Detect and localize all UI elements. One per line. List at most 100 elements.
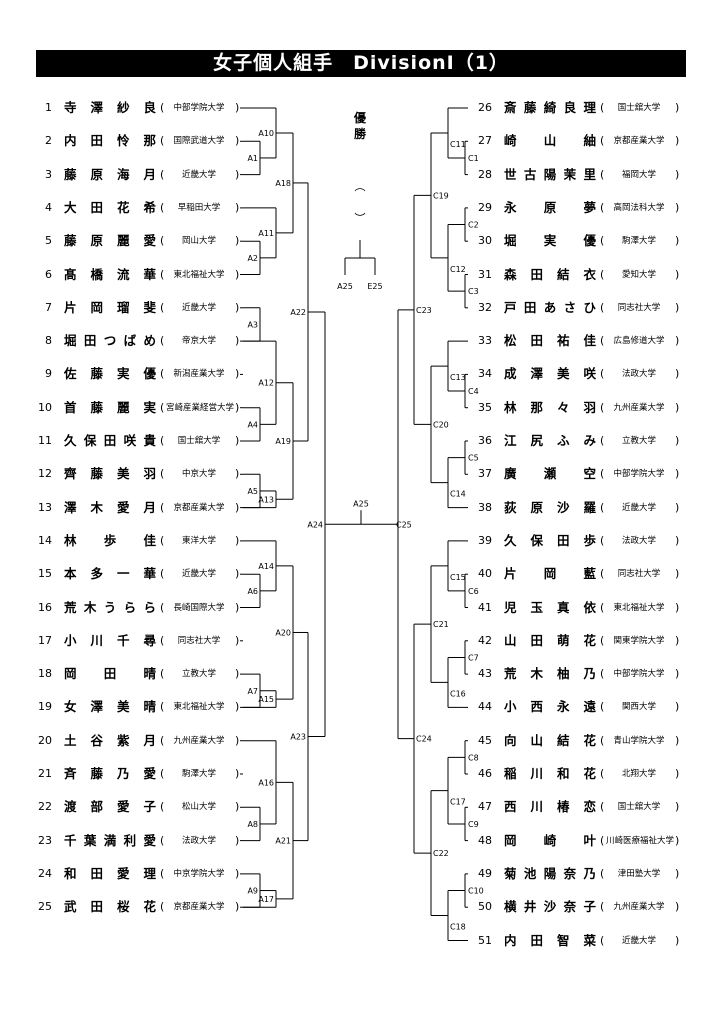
player-school: 川崎医療福祉大学	[606, 835, 675, 846]
player-number: 18	[38, 667, 52, 681]
player-school: 近畿大学	[181, 569, 216, 580]
player-name: 山田萌花	[504, 632, 596, 648]
player-school: 関西大学	[621, 702, 656, 713]
school-paren-close: )	[675, 767, 680, 780]
player-name: 永原夢	[504, 199, 596, 215]
match-label: A14	[258, 562, 274, 571]
player-name: 成澤美咲	[504, 366, 596, 382]
player-number: 33	[478, 334, 492, 348]
player-name: 堀田つばめ	[64, 333, 156, 349]
match-label: A21	[275, 837, 291, 846]
player-number: 11	[38, 434, 52, 447]
player-number: 8	[45, 334, 52, 348]
player-number: 40	[478, 567, 492, 581]
school-paren-open: (	[600, 900, 605, 914]
player-school: 京都産業大学	[173, 902, 225, 913]
school-paren-close: )	[675, 300, 680, 314]
school-paren-close: )	[235, 400, 240, 414]
school-paren-open: (	[600, 234, 605, 248]
school-paren-close: )	[235, 833, 240, 847]
match-label: C2	[468, 221, 479, 230]
match-label: A24	[307, 520, 323, 529]
player-name: 向山結花	[504, 732, 596, 748]
school-paren-open: (	[160, 833, 165, 847]
player-name: 森田結衣	[504, 266, 596, 282]
player-number: 47	[478, 800, 492, 814]
school-paren-close: )	[235, 800, 240, 814]
match-label: C11	[450, 140, 466, 149]
page-title: 女子個人組手 DivisionⅠ（1）	[213, 52, 509, 74]
school-paren-close: )	[235, 467, 240, 481]
player-number: 34	[478, 367, 492, 381]
player-school: 国士舘大学	[177, 436, 221, 446]
player-name: 齊藤美羽	[64, 466, 156, 482]
match-label: A4	[247, 420, 258, 429]
player-number: 39	[478, 533, 492, 547]
school-paren-open: (	[600, 434, 605, 447]
school-paren-open: (	[160, 900, 165, 914]
school-paren-close: )	[675, 367, 680, 381]
match-label: C13	[450, 373, 466, 382]
player-school: 中京学院大学	[173, 868, 225, 879]
player-name: 西川椿恋	[504, 799, 596, 815]
player-number: 19	[38, 700, 52, 714]
match-label: A8	[247, 820, 258, 829]
player-name: 崎山紬	[504, 133, 596, 149]
player-number: 37	[478, 467, 492, 481]
school-paren-close: )	[235, 866, 240, 880]
school-paren-open: (	[600, 567, 605, 581]
player-school: 中部学院大学	[173, 103, 225, 113]
player-name: 藤原麗愛	[64, 233, 156, 249]
school-paren-open: (	[160, 533, 165, 547]
match-label: C6	[468, 587, 479, 596]
school-paren-open: (	[600, 400, 605, 414]
match-label: C19	[433, 191, 449, 200]
school-paren-open: (	[160, 334, 165, 348]
school-paren-open: (	[600, 733, 605, 747]
player-school: 岡山大学	[181, 236, 216, 247]
school-paren-open: (	[600, 167, 605, 181]
player-name: 澤木愛月	[64, 499, 156, 515]
player-number: 44	[478, 700, 492, 714]
school-paren-close: )	[675, 833, 680, 847]
player-school: 九州産業大学	[613, 402, 665, 413]
school-paren-close: )	[235, 434, 240, 447]
match-label: C10	[468, 887, 484, 896]
player-name: 岡田晴	[64, 666, 156, 682]
player-name: 首藤麗実	[64, 399, 156, 415]
school-paren-open: (	[160, 101, 165, 114]
player-number: 25	[38, 900, 52, 914]
player-school: 京都産業大学	[613, 136, 665, 147]
player-school: 駒澤大学	[621, 236, 656, 247]
school-paren-open: (	[600, 267, 605, 281]
player-name: 江尻ふみ	[504, 433, 596, 448]
player-number: 43	[478, 667, 492, 681]
school-paren-open: (	[600, 367, 605, 381]
player-number: 51	[478, 933, 492, 947]
player-school: 国士舘大学	[617, 103, 661, 113]
player-school: 福岡大学	[621, 169, 656, 180]
school-paren-open: (	[160, 633, 165, 647]
player-school: 宮崎産業経営大学	[166, 402, 235, 413]
school-paren-close: )	[675, 234, 680, 248]
